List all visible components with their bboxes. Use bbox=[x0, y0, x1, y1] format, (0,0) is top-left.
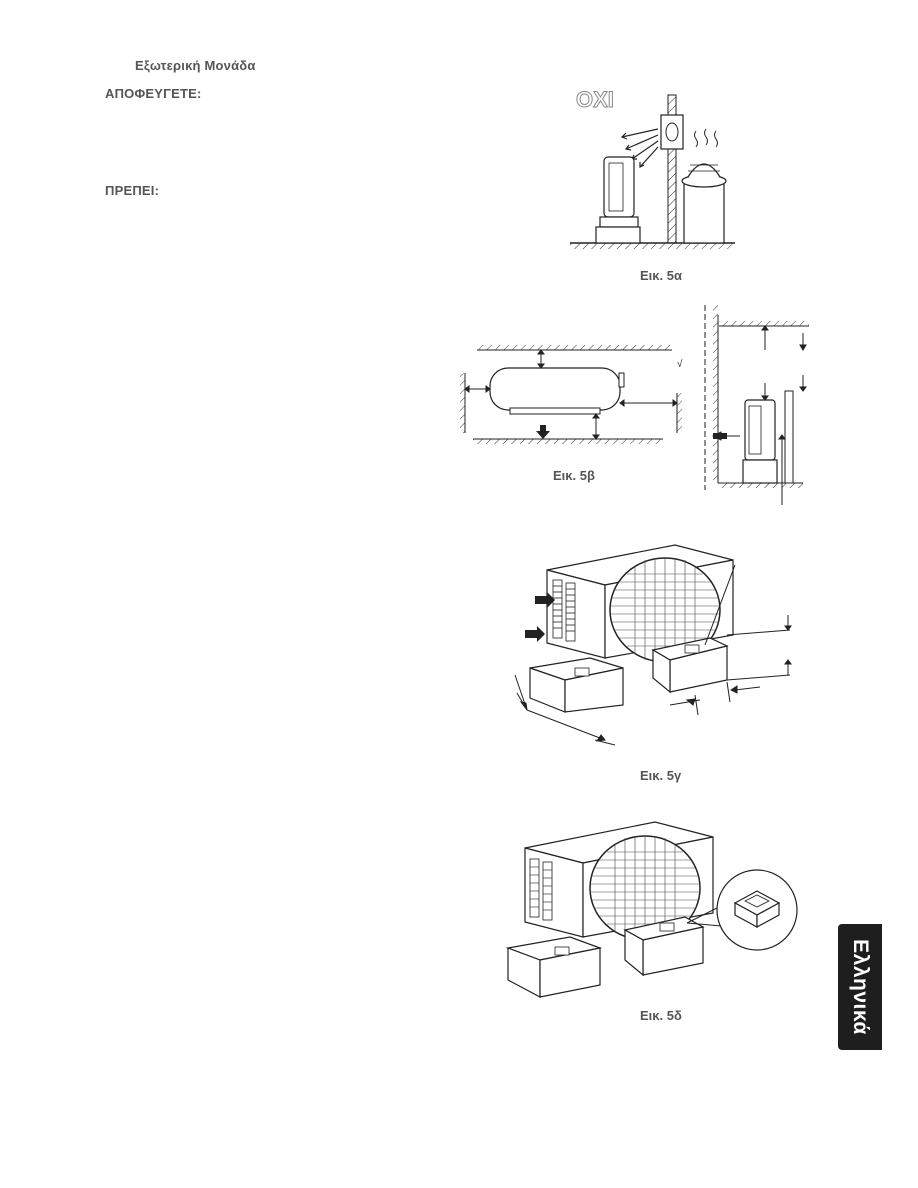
figure-5b: √ bbox=[455, 305, 815, 515]
language-tab: Ελληνικά bbox=[838, 924, 882, 1050]
figure-5b-drawing: √ bbox=[460, 305, 809, 505]
figure-5c-drawing bbox=[514, 544, 792, 746]
language-tab-label: Ελληνικά bbox=[849, 939, 872, 1035]
avoid-label: ΑΠΟΦΕΥΓΕΤΕ: bbox=[105, 86, 202, 101]
figure-5a-caption: Εικ. 5α bbox=[640, 268, 682, 283]
figure-5d-caption: Εικ. 5δ bbox=[640, 1008, 682, 1023]
figure-5c bbox=[505, 540, 805, 755]
figure-5a: ΟΧΙ bbox=[560, 85, 750, 255]
svg-text:√: √ bbox=[677, 358, 683, 370]
figure-5c-caption: Εικ. 5γ bbox=[640, 768, 682, 783]
figure-5a-drawing: ΟΧΙ bbox=[570, 87, 735, 249]
figure-5d-drawing bbox=[505, 821, 798, 998]
figure-5d bbox=[495, 815, 815, 1005]
section-title: Εξωτερική Μονάδα bbox=[135, 58, 256, 73]
must-label: ΠΡΕΠΕΙ: bbox=[105, 183, 160, 198]
figure-5b-caption: Εικ. 5β bbox=[553, 468, 595, 483]
no-label: ΟΧΙ bbox=[576, 87, 614, 112]
